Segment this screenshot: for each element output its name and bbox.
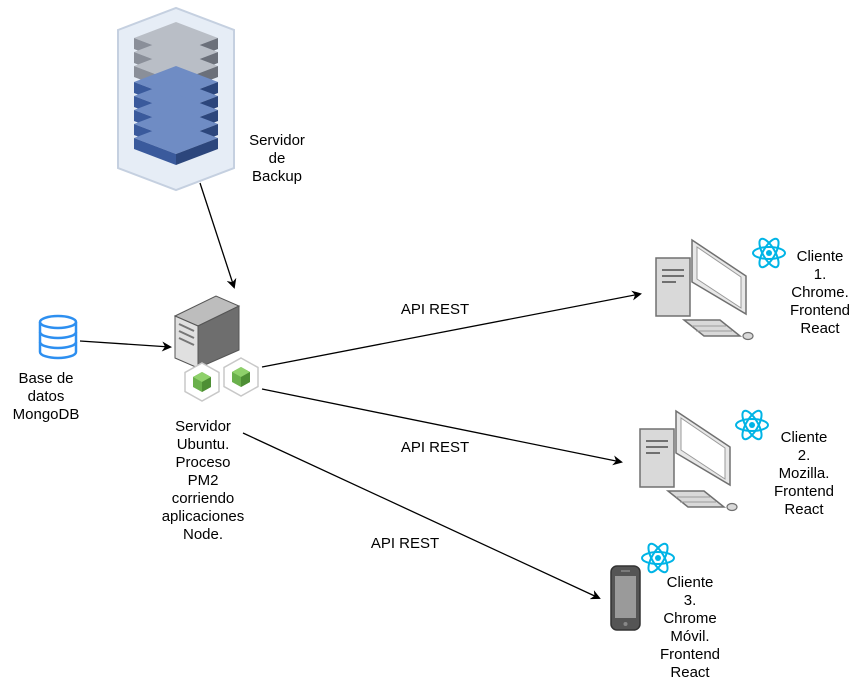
mobile-phone-icon	[610, 565, 641, 631]
client3-label: Cliente 3. Chrome Móvil. Frontend React	[659, 574, 721, 681]
nodejs-icon	[223, 357, 259, 397]
desktop-computer-icon	[655, 239, 754, 341]
edge-database-to-server	[79, 340, 172, 352]
edge-label-client1: API REST	[400, 301, 470, 318]
nodejs-icon	[184, 362, 220, 402]
database-icon	[38, 314, 78, 360]
rack-server-icon	[117, 6, 235, 192]
edge-label-client2: API REST	[400, 439, 470, 456]
edge-label-client3: API REST	[370, 535, 440, 552]
database-label: Base de datos MongoDB	[12, 370, 80, 423]
edge-server-to-client1	[261, 290, 642, 368]
tower-server-icon	[173, 295, 241, 369]
edge-backup-to-server	[199, 182, 237, 289]
edge-server-to-client2	[261, 388, 623, 466]
edge-server-to-client3	[242, 432, 601, 600]
main-server-label: Servidor Ubuntu. Proceso PM2 corriendo a…	[161, 418, 245, 543]
client2-label: Cliente 2. Mozilla. Frontend React	[773, 429, 835, 518]
desktop-computer-icon	[639, 410, 738, 512]
client1-label: Cliente 1. Chrome. Frontend React	[789, 248, 851, 337]
backup-server-label: Servidor de Backup	[249, 132, 305, 185]
react-icon	[641, 540, 675, 576]
